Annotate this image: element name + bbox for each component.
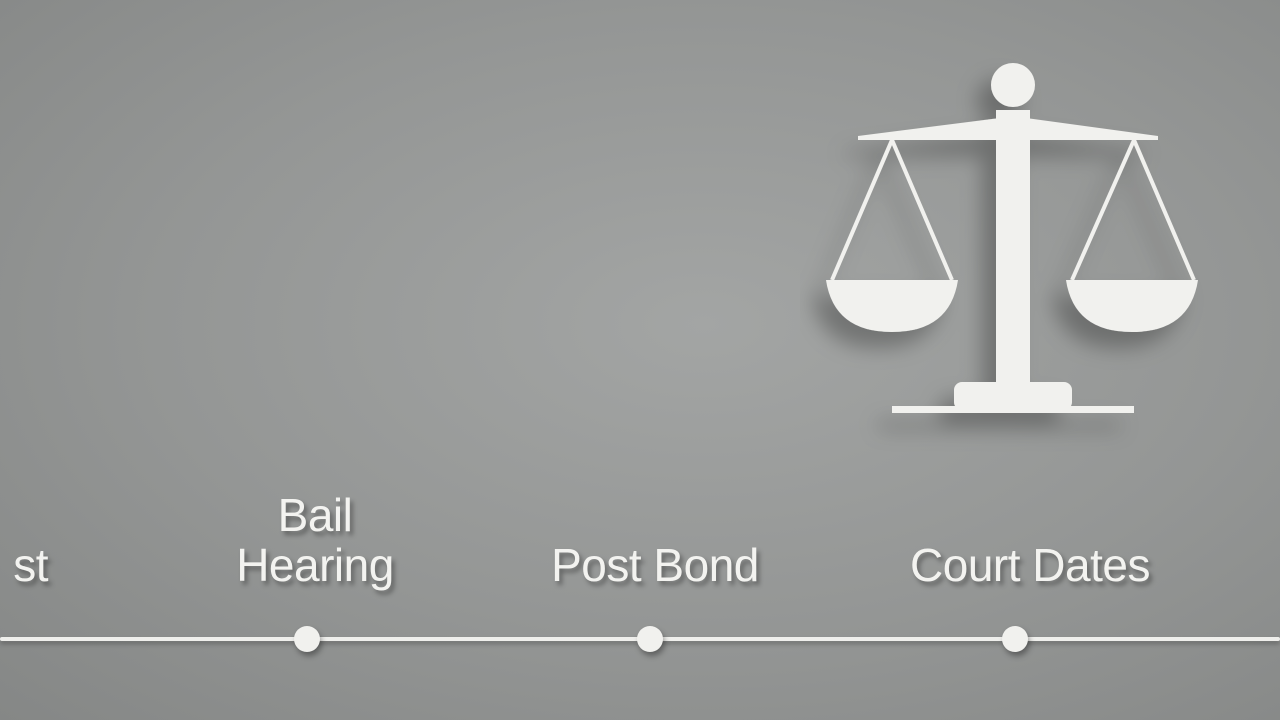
timeline-node-post-bond xyxy=(637,626,663,652)
scales-of-justice-icon xyxy=(800,40,1220,500)
step-label-post-bond: Post Bond xyxy=(551,539,759,591)
step-label-arrest: st xyxy=(13,539,48,591)
timeline-node-bail-hearing xyxy=(294,626,320,652)
timeline-node-court-dates xyxy=(1002,626,1028,652)
step-label-bail-hearing: Bail Hearing xyxy=(236,489,394,591)
step-label-court-dates: Court Dates xyxy=(910,539,1150,591)
timeline xyxy=(0,626,1280,652)
